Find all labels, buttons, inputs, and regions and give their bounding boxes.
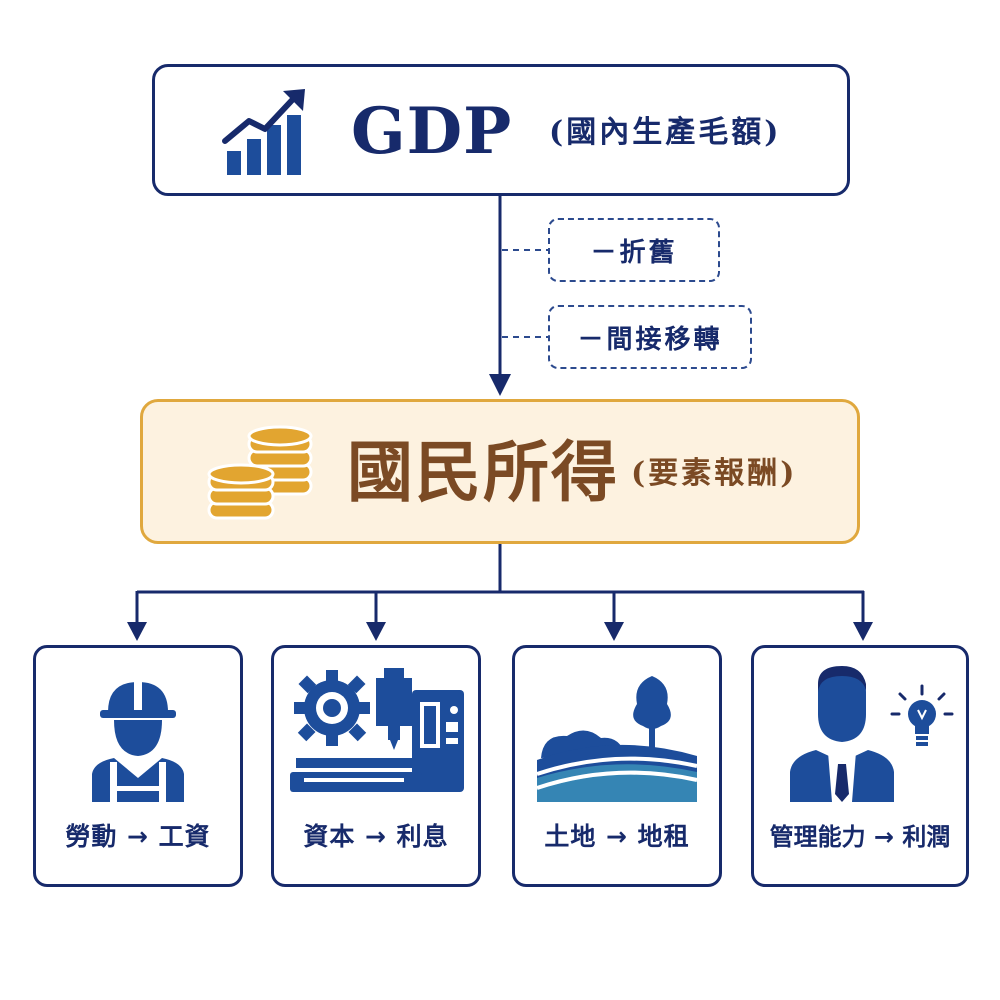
factor-management-label: 管理能力 → 利潤 xyxy=(769,823,951,851)
factor-labor-label: 勞動 → 工資 xyxy=(65,822,211,851)
factor-labor-card: 勞動 → 工資 xyxy=(33,645,243,887)
bar-chart-growth-icon xyxy=(222,89,305,175)
factor-capital-card: 資本 → 利息 xyxy=(271,645,481,887)
gdp-to-income-arrowhead xyxy=(489,374,511,396)
factor-arrowhead-labor xyxy=(127,622,147,641)
deduction-indirect-transfer: －間接移轉 xyxy=(548,305,752,369)
national-income-box: 國民所得 (要素報酬) xyxy=(140,399,860,544)
gdp-subtitle: (國內生產毛額) xyxy=(549,115,782,150)
factor-arrowhead-land xyxy=(604,622,624,641)
national-income-title: 國民所得 xyxy=(347,433,619,511)
landscape-icon xyxy=(536,676,698,802)
deduction-depreciation: －折舊 xyxy=(548,218,720,282)
coin-stack-icon xyxy=(207,425,313,520)
factor-arrowhead-capital xyxy=(366,622,386,641)
machine-gear-icon xyxy=(290,668,464,792)
national-income-subtitle: (要素報酬) xyxy=(631,456,798,491)
gdp-title: GDP xyxy=(351,94,513,169)
worker-icon xyxy=(92,682,184,802)
factor-arrowhead-mgmt xyxy=(853,622,873,641)
factor-management-card: 管理能力 → 利潤 xyxy=(751,645,969,887)
factor-land-label: 土地 → 地租 xyxy=(544,822,690,851)
businessman-idea-icon xyxy=(790,666,954,802)
gdp-box: GDP (國內生產毛額) xyxy=(152,64,850,196)
factor-land-card: 土地 → 地租 xyxy=(512,645,722,887)
factor-capital-label: 資本 → 利息 xyxy=(303,822,449,851)
